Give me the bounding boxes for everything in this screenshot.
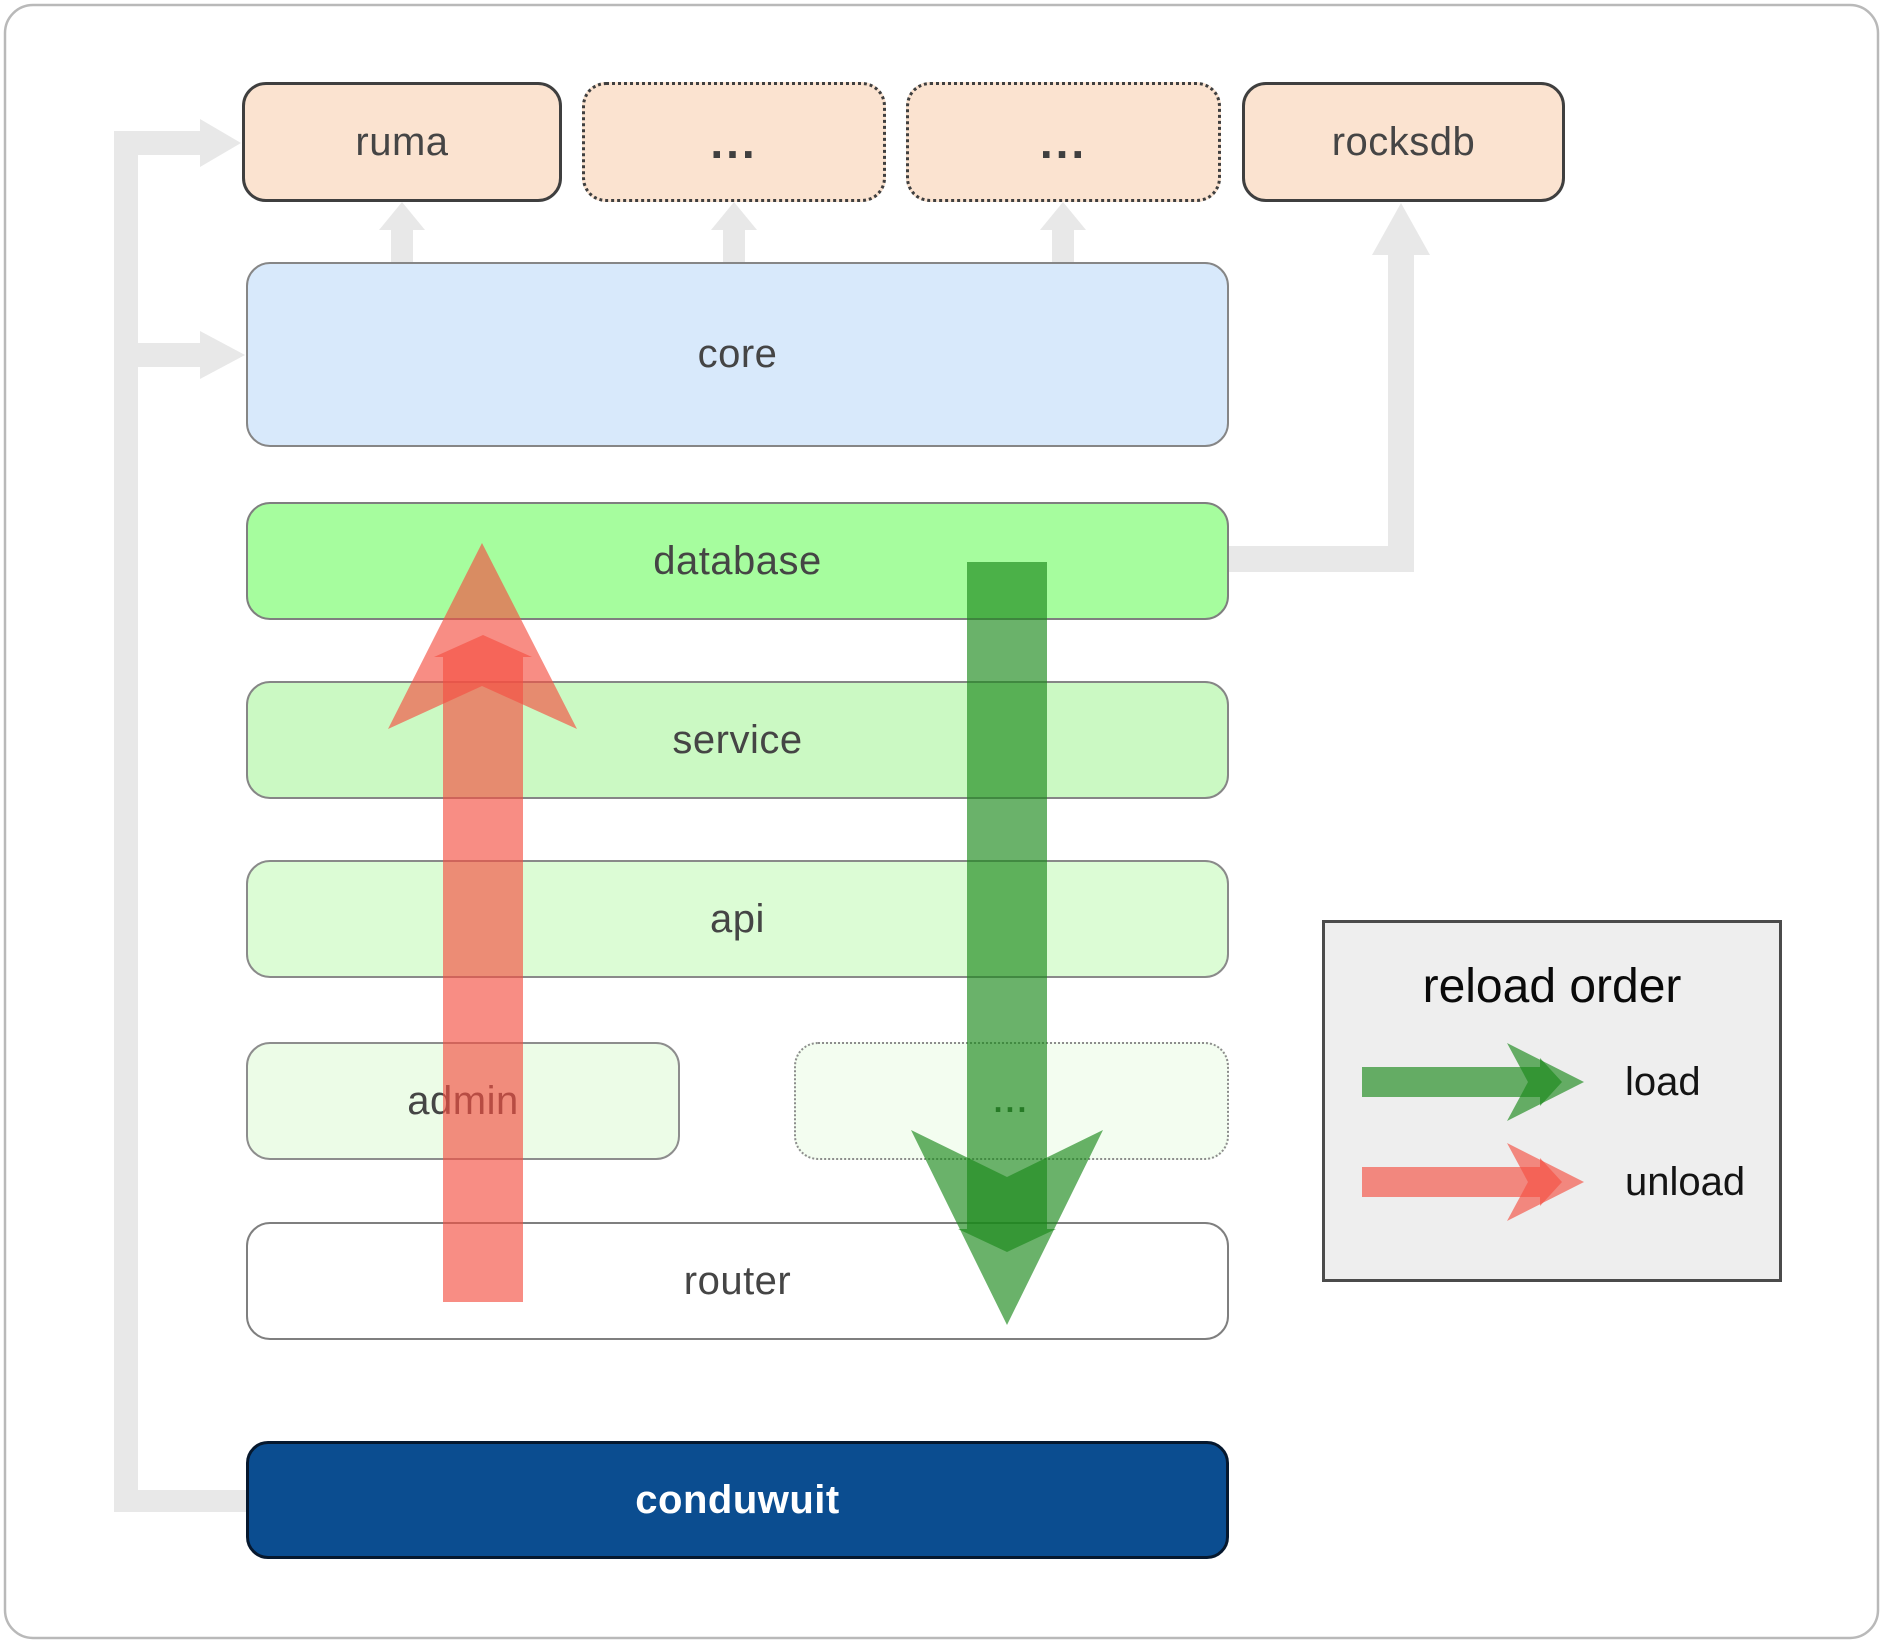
ruma-label: ruma (355, 119, 449, 164)
legend-panel: reload order (1322, 920, 1782, 1282)
module-ellipsis-box-a: ... (582, 82, 886, 202)
router-layer-box: router (246, 1222, 1229, 1340)
ellipsis-b-label: ... (1039, 116, 1088, 168)
legend-unload-label: unload (1625, 1160, 1746, 1204)
admin-layer-box: admin (246, 1042, 680, 1160)
admin-ellipsis-box: ... (794, 1042, 1229, 1160)
api-label: api (710, 896, 765, 941)
core-to-module-a-line (723, 228, 745, 264)
database-label: database (653, 538, 822, 583)
service-label: service (672, 717, 803, 762)
conduwuit-elbow-line (114, 1490, 246, 1512)
core-to-ruma-arrowhead-icon (379, 202, 425, 230)
admin-ellipsis-label: ... (993, 1082, 1030, 1119)
core-layer-box: core (246, 262, 1229, 447)
ruma-module-box: ruma (242, 82, 562, 202)
conduwuit-trunk-line (114, 131, 138, 1512)
core-to-module-b-arrowhead-icon (1040, 202, 1086, 230)
database-layer-box: database (246, 502, 1229, 620)
canvas-border (3, 3, 1880, 1640)
core-to-module-a-arrowhead-icon (711, 202, 757, 230)
conduwuit-to-core-line (138, 343, 200, 367)
database-to-rocksdb-arrowhead-icon (1372, 203, 1430, 255)
legend-load-label: load (1625, 1060, 1701, 1104)
core-to-module-b-line (1052, 228, 1074, 264)
core-to-ruma-line (391, 228, 413, 264)
ellipsis-a-label: ... (710, 116, 758, 168)
service-layer-box: service (246, 681, 1229, 799)
admin-label: admin (407, 1078, 519, 1123)
conduwuit-app-box: conduwuit (246, 1441, 1229, 1559)
module-ellipsis-box-b: ... (906, 82, 1221, 202)
conduwuit-to-core-arrowhead-icon (200, 331, 245, 379)
conduwuit-to-ruma-line (114, 131, 200, 155)
conduwuit-to-ruma-arrowhead-icon (200, 119, 241, 167)
database-to-rocksdb-riser (1388, 250, 1414, 572)
legend-title: reload order (1422, 960, 1682, 1013)
rocksdb-label: rocksdb (1331, 119, 1476, 164)
rocksdb-module-box: rocksdb (1242, 82, 1565, 202)
api-layer-box: api (246, 860, 1229, 978)
router-label: router (683, 1258, 792, 1303)
database-to-rocksdb-line (1228, 546, 1414, 572)
conduwuit-label: conduwuit (635, 1477, 840, 1522)
core-label: core (697, 332, 778, 376)
